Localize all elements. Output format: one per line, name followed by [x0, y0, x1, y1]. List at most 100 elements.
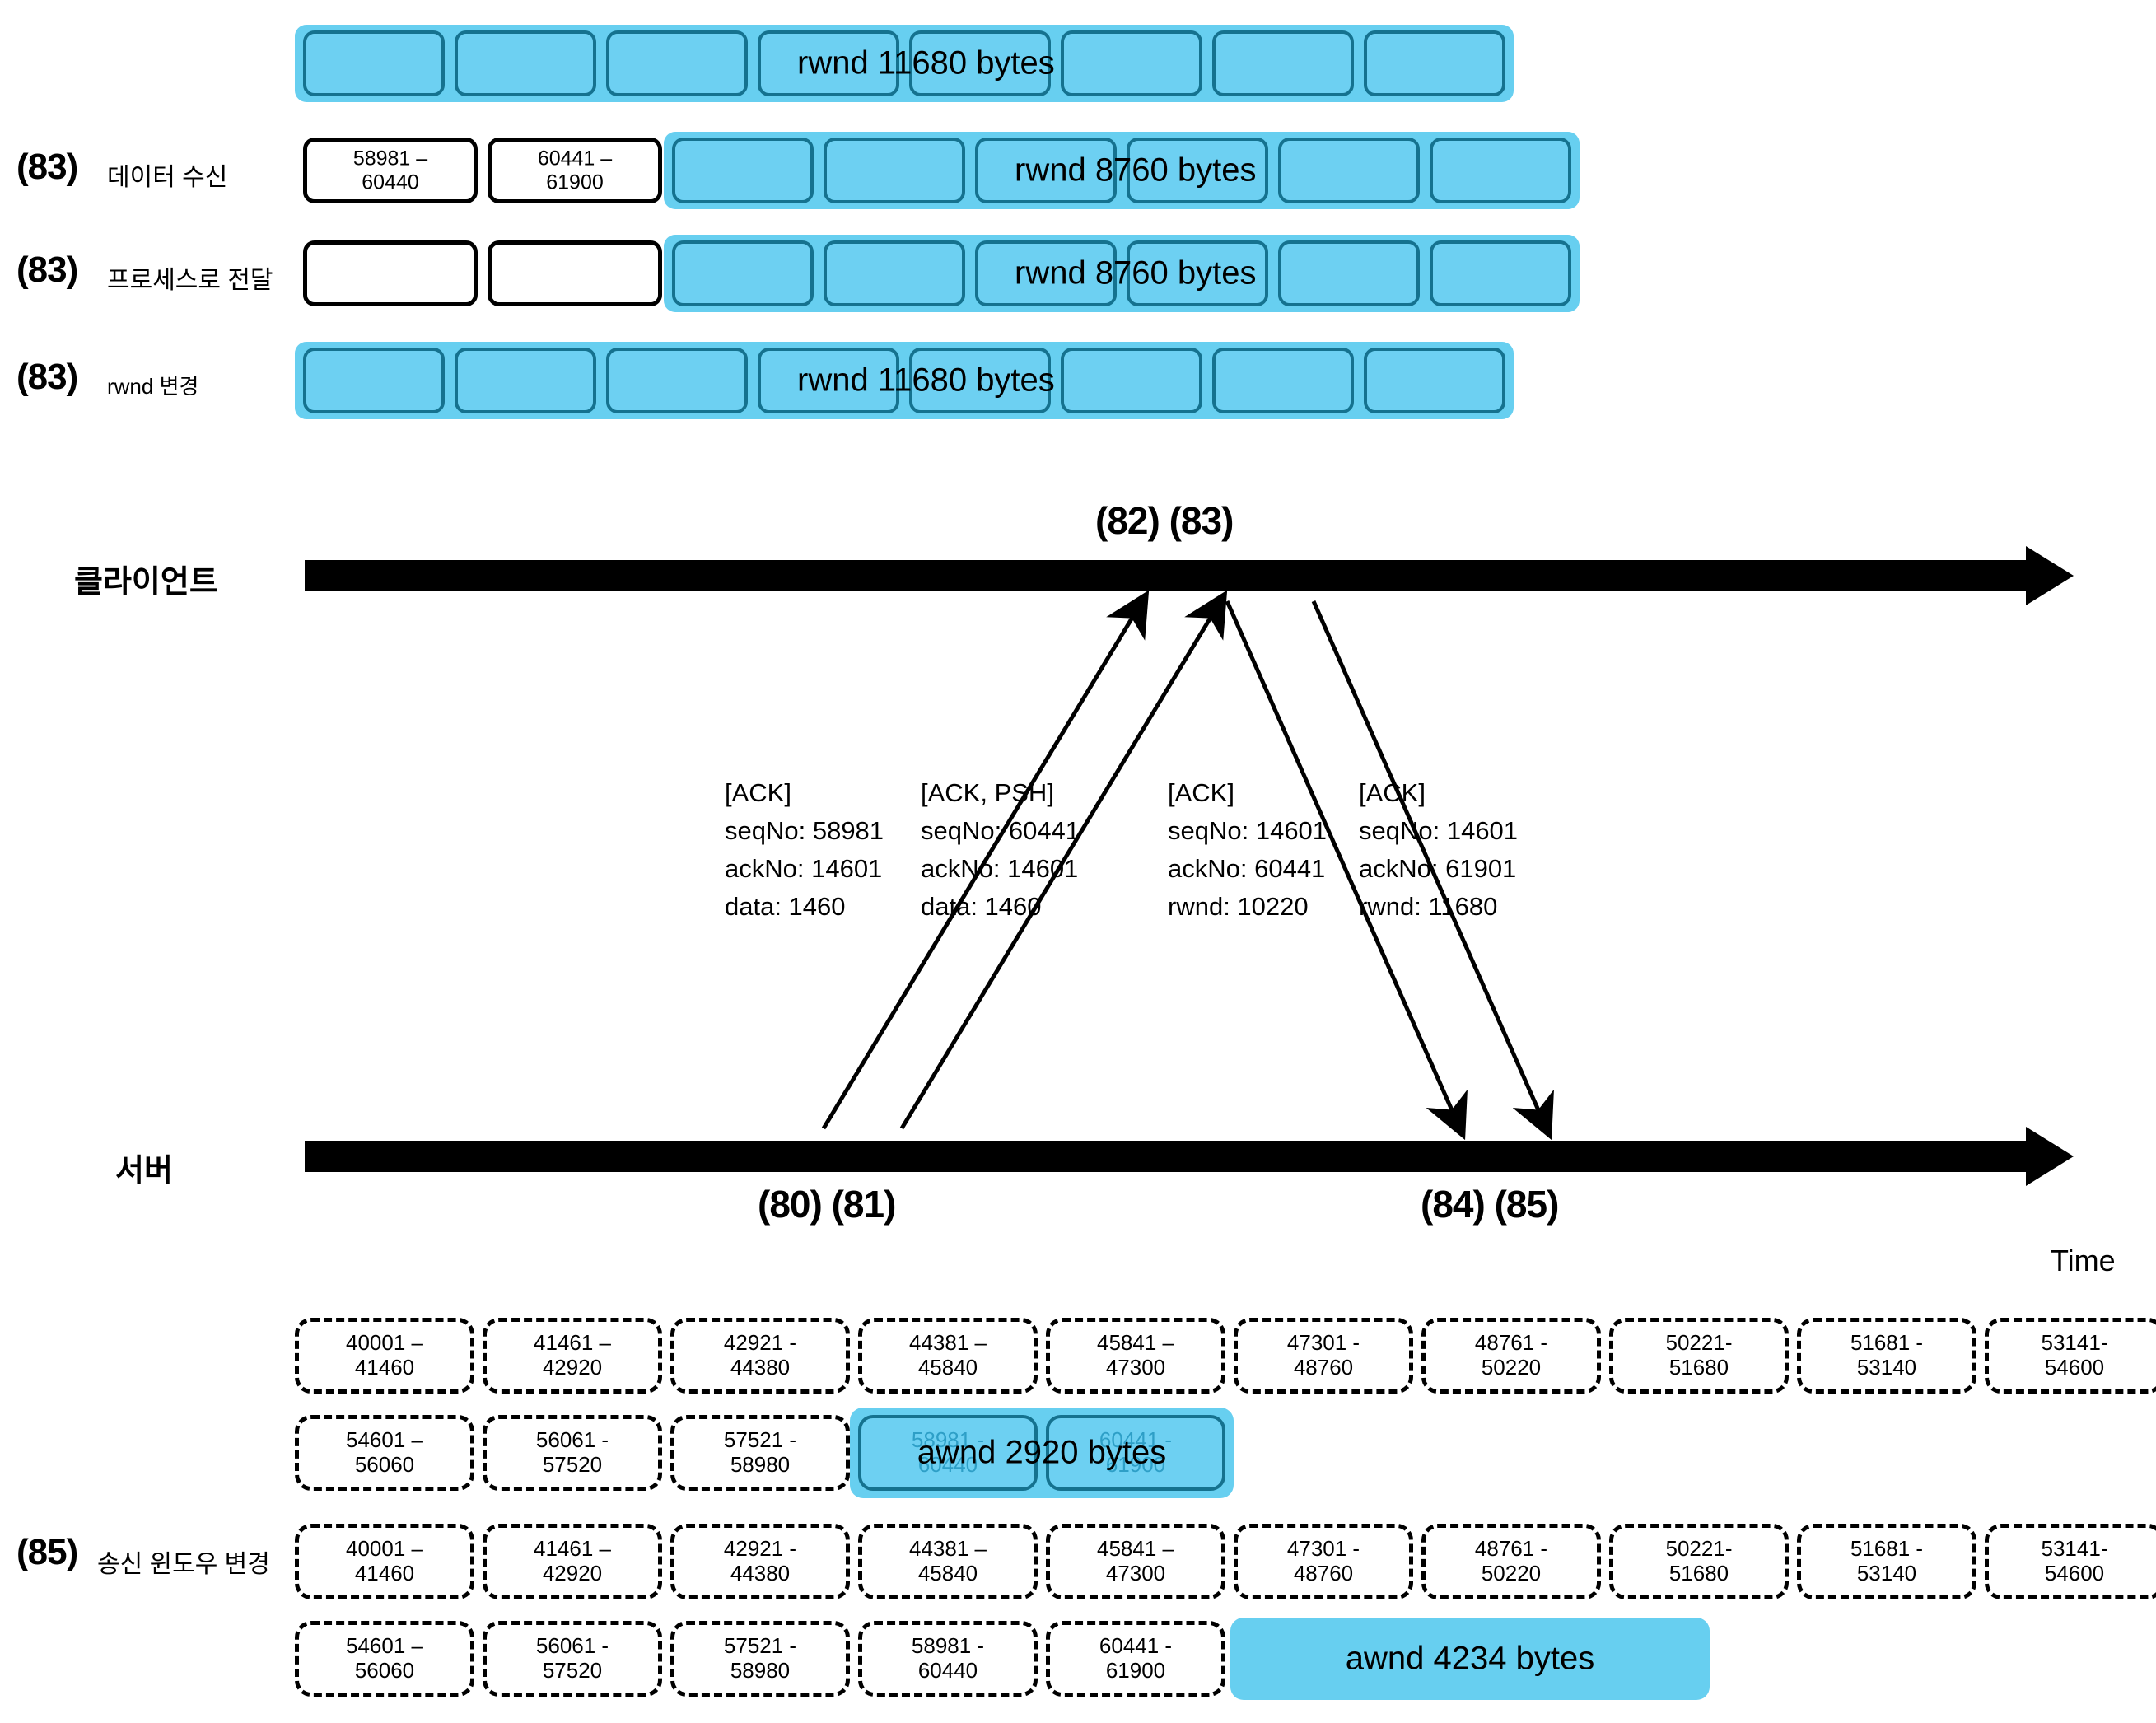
receiver-window-cell	[909, 30, 1051, 96]
receiver-window-cell	[1278, 240, 1420, 306]
receiver-window-cell	[909, 348, 1051, 413]
receiver-window-cell	[455, 348, 596, 413]
receiver-window-cell	[1212, 348, 1354, 413]
receiver-segment-cell: 58981 –60440	[303, 138, 478, 203]
sender-segment-cell: 40001 –41460	[295, 1318, 474, 1394]
sender-inflight-cell: 58981 -60440	[858, 1415, 1038, 1491]
receiver-window-cell	[824, 240, 965, 306]
receiver-window-cell	[1127, 240, 1268, 306]
client-lane-label: 클라이언트	[74, 565, 218, 600]
cell-sequence-range: 40001 –41460	[346, 1536, 423, 1585]
cell-sequence-range: 60441 –61900	[537, 147, 613, 194]
sender-segment-cell: 50221-51680	[1609, 1318, 1789, 1394]
cell-sequence-range: 40001 –41460	[346, 1330, 423, 1380]
receiver-window-cell	[1430, 138, 1571, 203]
packet-field-line2: seqNo: 60441	[921, 815, 1080, 845]
receiver-row-1-description: 데이터 수신	[107, 164, 228, 191]
cell-sequence-range: 50221-51680	[1665, 1330, 1733, 1380]
receiver-segment-cell	[488, 240, 662, 306]
sender-segment-cell: 42921 -44380	[670, 1318, 850, 1394]
packet-annotation: [ACK] seqNo: 14601 ackNo: 61901 rwnd: 11680	[1359, 774, 1518, 926]
packet-field-line4: rwnd: 10220	[1168, 891, 1309, 921]
cell-sequence-range: 53141-54600	[2041, 1330, 2108, 1380]
cell-sequence-range: 58981 -60440	[911, 1427, 985, 1477]
receiver-buffer-row: rwnd 11680 bytes	[0, 25, 2156, 102]
sender-segment-cell: 50221-51680	[1609, 1524, 1789, 1599]
receiver-window-cell	[455, 30, 596, 96]
receiver-window-cell	[1364, 348, 1505, 413]
receiver-window-cell	[1430, 240, 1571, 306]
sender-segment-cell: 41461 –42920	[483, 1318, 662, 1394]
cell-sequence-range: 51681 -53140	[1850, 1536, 1924, 1585]
receiver-window-cell	[1061, 348, 1202, 413]
sender-segment-cell: 54601 –56060	[295, 1415, 474, 1491]
sender-step-number: (85)	[16, 1532, 78, 1572]
sender-segment-cell: 56061 -57520	[483, 1621, 662, 1697]
packet-field-line4: rwnd: 11680	[1359, 891, 1498, 921]
receiver-window-cell	[672, 240, 814, 306]
receiver-row-2-description: 프로세스로 전달	[107, 267, 273, 294]
rwnd-caption: rwnd 8760 bytes	[1015, 254, 1257, 292]
sender-segment-cell: 48761 -50220	[1421, 1318, 1601, 1394]
receiver-window-cell	[672, 138, 814, 203]
receiver-window-cell	[975, 240, 1117, 306]
receiver-window-cell	[1061, 30, 1202, 96]
receiver-row-2-step: (83)	[16, 250, 78, 290]
rwnd-window-band	[664, 132, 1580, 209]
receiver-buffer-row: rwnd 11680 bytes	[0, 342, 2156, 419]
packet-field-line4: data: 1460	[725, 891, 846, 921]
cell-sequence-range: 57521 -58980	[723, 1633, 797, 1683]
sender-segment-cell: 53141-54600	[1985, 1524, 2156, 1599]
cell-sequence-range: 45841 –47300	[1097, 1330, 1174, 1380]
receiver-buffer-row: rwnd 8760 bytes	[0, 235, 2156, 312]
packet-field-line2: seqNo: 14601	[1359, 815, 1519, 845]
client-timeline-arrowhead	[2026, 546, 2074, 605]
cell-sequence-range: 50221-51680	[1665, 1536, 1733, 1585]
sender-segment-cell: 48761 -50220	[1421, 1524, 1601, 1599]
server-timeline-shaft	[305, 1141, 2026, 1172]
receiver-row-1-step: (83)	[16, 147, 78, 187]
sender-segment-cell: 41461 –42920	[483, 1524, 662, 1599]
server-lane-label: 서버	[115, 1154, 173, 1188]
awnd-caption: awnd 2920 bytes	[917, 1434, 1167, 1471]
cell-sequence-range: 42921 -44380	[723, 1536, 797, 1585]
packet-field-line3: ackNo: 14601	[725, 853, 883, 883]
cell-sequence-range: 57521 -58980	[723, 1427, 797, 1477]
sender-segment-cell: 51681 -53140	[1797, 1524, 1976, 1599]
packet-field-line4: data: 1460	[921, 891, 1042, 921]
receiver-window-cell	[824, 138, 965, 203]
receiver-window-cell	[758, 348, 899, 413]
cell-sequence-range: 60441 -61900	[1099, 1427, 1173, 1477]
receiver-window-cell	[303, 30, 445, 96]
receiver-window-cell	[1212, 30, 1354, 96]
cell-sequence-range: 58981 –60440	[352, 147, 428, 194]
rwnd-caption: rwnd 11680 bytes	[797, 362, 1055, 399]
receiver-window-cell	[303, 348, 445, 413]
cell-sequence-range: 45841 –47300	[1097, 1536, 1174, 1585]
server-timeline-arrowhead	[2026, 1127, 2074, 1186]
cell-sequence-range: 56061 -57520	[535, 1633, 609, 1683]
sender-segment-cell: 58981 -60440	[858, 1621, 1038, 1697]
awnd-window-band	[1230, 1618, 1710, 1700]
packet-field-flags: [ACK]	[1359, 778, 1426, 807]
receiver-window-cell	[975, 138, 1117, 203]
rwnd-caption: rwnd 11680 bytes	[797, 44, 1055, 82]
cell-sequence-range: 56061 -57520	[535, 1427, 609, 1477]
cell-sequence-range: 51681 -53140	[1850, 1330, 1924, 1380]
receiver-window-cell	[1278, 138, 1420, 203]
server-step-marker-right: (84) (85)	[1421, 1183, 1559, 1226]
cell-sequence-range: 54601 –56060	[346, 1427, 423, 1477]
receiver-row-3-step: (83)	[16, 357, 78, 397]
packet-field-line3: ackNo: 60441	[1168, 853, 1326, 883]
packet-field-line3: ackNo: 61901	[1359, 853, 1517, 883]
sender-segment-cell: 57521 -58980	[670, 1621, 850, 1697]
sender-inflight-cell: 60441 -61900	[1046, 1415, 1225, 1491]
sender-segment-cell: 44381 –45840	[858, 1524, 1038, 1599]
packet-field-flags: [ACK]	[1168, 778, 1234, 807]
cell-sequence-range: 44381 –45840	[909, 1536, 987, 1585]
cell-sequence-range: 53141-54600	[2041, 1536, 2108, 1585]
client-step-marker: (82) (83)	[1095, 499, 1234, 542]
